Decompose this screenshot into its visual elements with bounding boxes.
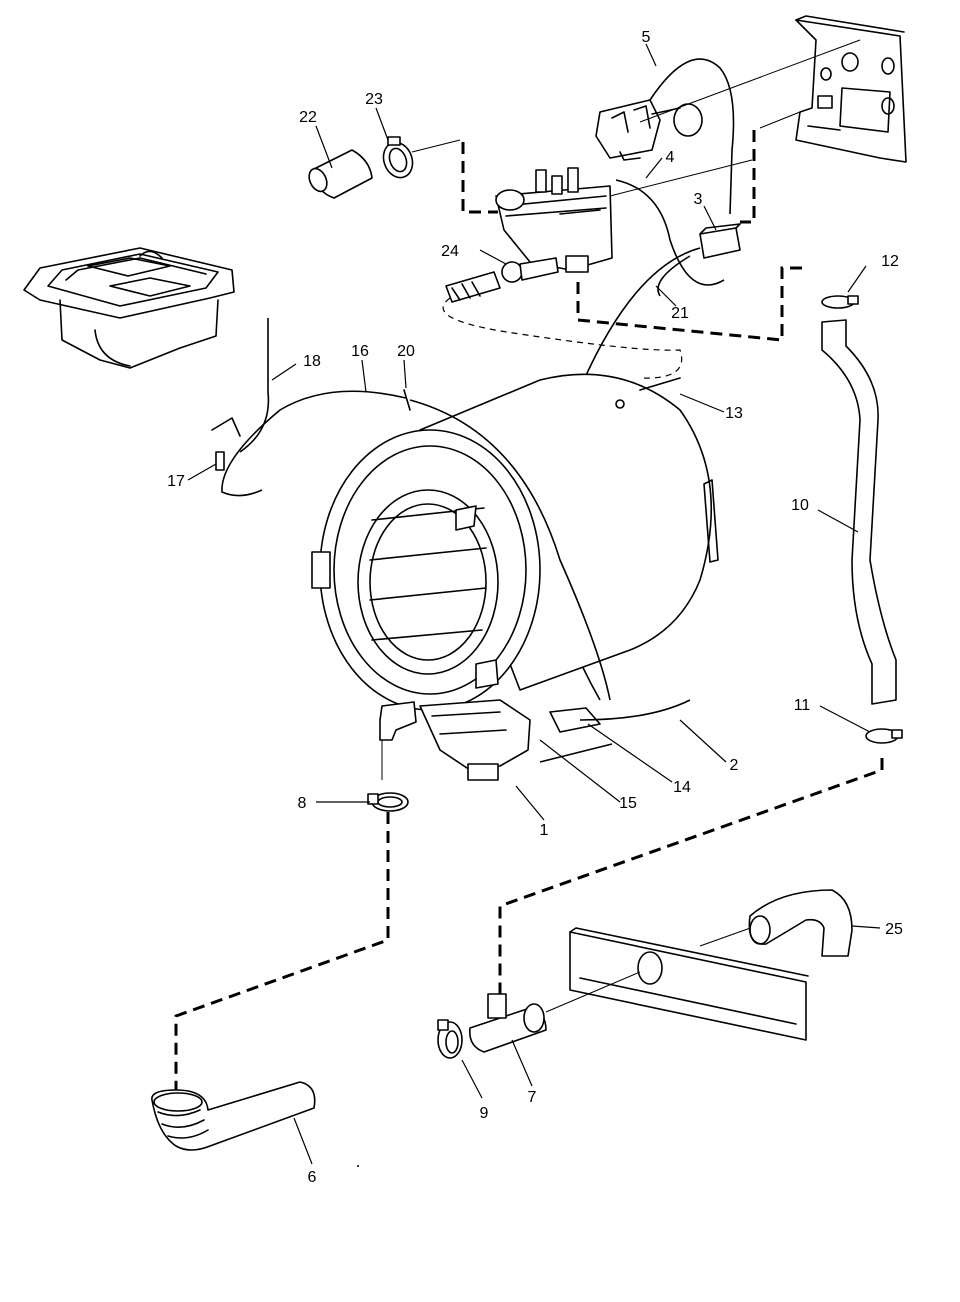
- dispenser-housing: [495, 167, 613, 273]
- back-panel: [795, 15, 907, 163]
- callout-10: 10: [791, 497, 809, 514]
- callout-13: 13: [725, 405, 743, 422]
- callout-24: 24: [441, 243, 459, 260]
- washer-tub: [311, 373, 719, 711]
- callout-15: 15: [619, 795, 637, 812]
- drain-hose-10: [821, 319, 897, 705]
- callout-5: 5: [642, 29, 651, 46]
- hose-6: [151, 1081, 316, 1151]
- callout-18: 18: [303, 353, 321, 370]
- leader-lines: [187, 43, 881, 1165]
- callout-23: 23: [365, 91, 383, 108]
- clamp-12: [821, 295, 859, 309]
- plug-24: [445, 257, 559, 303]
- callout-6: 6: [308, 1169, 317, 1186]
- pressure-switch-3: [699, 223, 741, 259]
- callout-labels: 1 2 3 4 5 6 7 8 9 10 11 12 13 14 15 16 1…: [167, 29, 903, 1186]
- callout-22: 22: [299, 109, 317, 126]
- detergent-drawer: [23, 247, 235, 369]
- hose-22: [308, 149, 373, 199]
- hose-25: [748, 889, 853, 957]
- sump-pump-unit: [379, 699, 601, 781]
- callout-12: 12: [881, 253, 899, 270]
- callout-8: 8: [298, 795, 307, 812]
- clamp-11: [865, 728, 903, 744]
- drain-fitting-7: [468, 993, 547, 1053]
- callout-14: 14: [673, 779, 691, 796]
- callout-7: 7: [528, 1089, 537, 1106]
- clamp-8: [367, 792, 409, 812]
- clamp-9: [437, 1019, 463, 1059]
- callout-11: 11: [794, 697, 811, 714]
- callout-1: 1: [540, 822, 549, 839]
- clamp-23: [382, 136, 414, 179]
- inlet-valve: [595, 99, 703, 161]
- callout-9: 9: [480, 1105, 489, 1122]
- callout-16: 16: [351, 343, 369, 360]
- callout-17: 17: [167, 473, 185, 490]
- callout-2: 2: [730, 757, 739, 774]
- callout-20: 20: [397, 343, 415, 360]
- callout-25: 25: [885, 921, 903, 938]
- drain-bracket: [569, 927, 809, 1041]
- callout-4: 4: [666, 149, 675, 166]
- callout-21: 21: [671, 305, 689, 322]
- callout-3: 3: [694, 191, 703, 208]
